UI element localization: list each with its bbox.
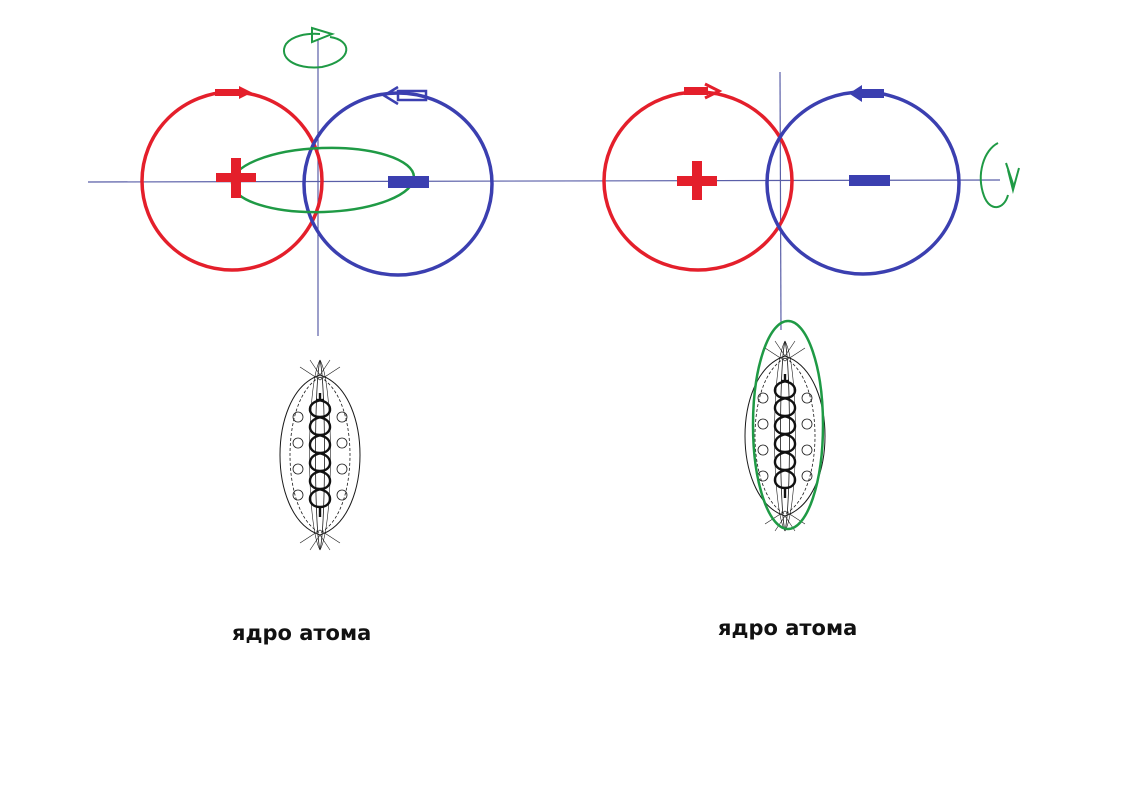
left-positive-orbit-arrow-icon <box>215 86 252 99</box>
left-plus-sign-icon <box>216 158 256 198</box>
right-negative-orbit-arrow-icon <box>849 85 884 102</box>
left-rotation-arrow-icon <box>283 26 348 69</box>
right-coil-field-icon <box>743 339 827 533</box>
right-rotation-arrow-icon <box>979 142 1020 209</box>
left-negative-orbit-arrow-icon <box>381 85 428 106</box>
left-minus-sign-icon <box>388 176 429 188</box>
right-caption: ядро атома <box>718 616 858 640</box>
left-coil-field-icon <box>278 358 362 552</box>
right-rotation-ellipse <box>751 319 825 531</box>
right-minus-sign-icon <box>849 175 890 186</box>
left-figure <box>140 26 494 552</box>
left-caption: ядро атома <box>232 621 372 645</box>
right-vertical-axis <box>779 71 782 331</box>
right-positive-orbit-arrow-icon <box>684 82 723 100</box>
right-figure <box>602 82 1020 533</box>
right-plus-sign-icon <box>677 161 717 200</box>
